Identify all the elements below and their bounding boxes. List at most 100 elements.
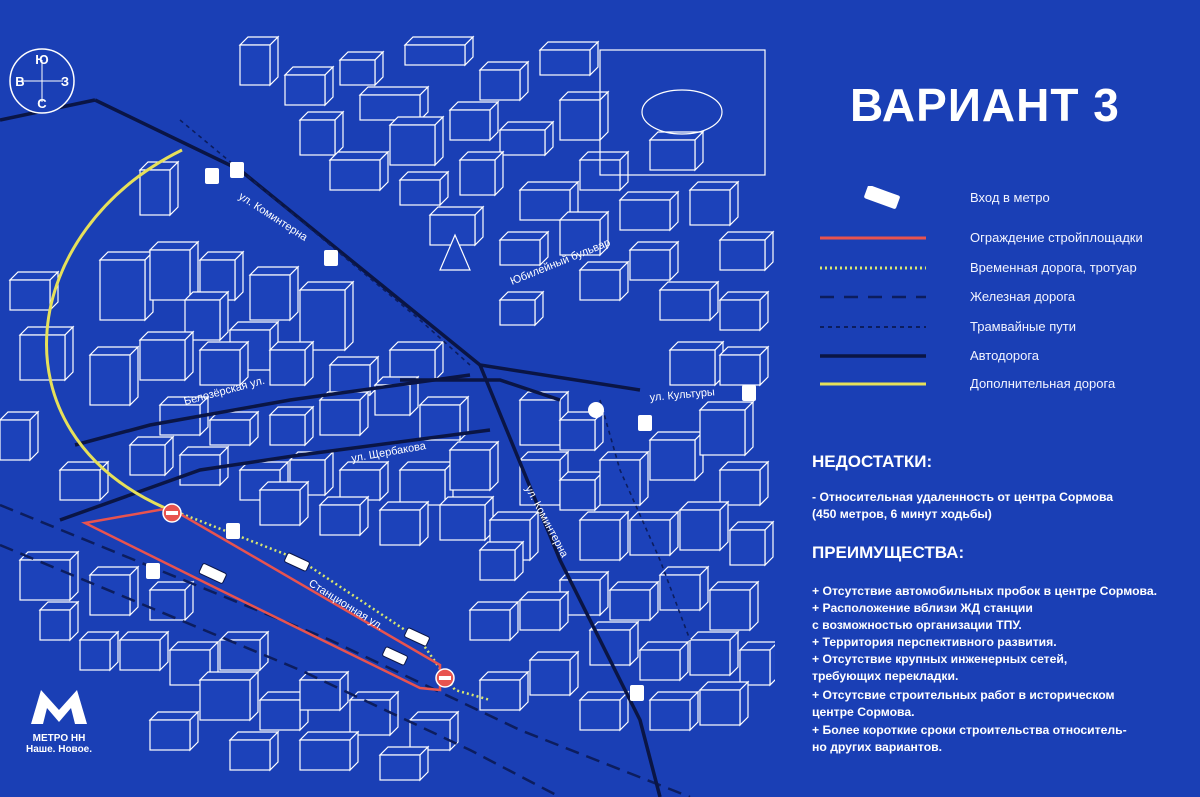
- no-entry-icon: [162, 503, 182, 523]
- building-block: [398, 461, 455, 471]
- building-block: [79, 639, 111, 671]
- building-block: [739, 680, 749, 727]
- compass: Ю С В З: [9, 48, 75, 114]
- building-block: [219, 290, 229, 342]
- building-block: [358, 86, 430, 96]
- building-block: [19, 334, 66, 381]
- building-block: [519, 459, 561, 506]
- building-block: [379, 754, 421, 781]
- building-block: [764, 520, 774, 567]
- building-block: [229, 739, 271, 771]
- legend-label: Вход в метро: [970, 190, 1050, 205]
- building-block: [494, 150, 504, 197]
- building-block: [479, 69, 521, 101]
- legend-item-site-fence: Ограждение стройплощадки: [820, 226, 1190, 250]
- building-block: [519, 189, 571, 221]
- building-block: [284, 74, 326, 106]
- building-block: [559, 479, 596, 511]
- fence-line-icon: [820, 236, 926, 240]
- building-block: [169, 160, 179, 217]
- building-block: [289, 265, 299, 322]
- building-block: [539, 49, 591, 76]
- building-block: [139, 339, 186, 381]
- tram-lines: [179, 119, 691, 641]
- building-block: [404, 44, 466, 66]
- building-block: [19, 559, 71, 601]
- building-block: [374, 384, 411, 416]
- building-block: [399, 469, 446, 506]
- legend-label: Дополнительная дорога: [970, 376, 1116, 391]
- building-block: [619, 510, 629, 562]
- building-block: [234, 250, 244, 302]
- building-block: [304, 340, 314, 387]
- no-entry-icon: [435, 668, 455, 688]
- advantage-line: требующих перекладки.: [812, 669, 959, 683]
- building-block: [149, 249, 191, 301]
- building-block: [729, 529, 766, 566]
- legend-item-temp-road: Временная дорога, тротуар: [820, 256, 1190, 280]
- building-block: [198, 671, 260, 681]
- compass-east: З: [61, 74, 69, 89]
- building-block: [299, 739, 351, 771]
- temp-road-line-icon: [820, 266, 926, 270]
- building-block: [489, 440, 499, 492]
- building-block: [209, 419, 251, 446]
- building-block: [29, 410, 39, 462]
- building-block: [334, 110, 344, 157]
- building-block: [479, 549, 516, 581]
- railway-line-icon: [820, 295, 926, 299]
- building-block: [449, 449, 491, 491]
- map[interactable]: ул. Коминтерна Юбилейный бульвар Белозёр…: [0, 0, 775, 797]
- building-block: [0, 419, 31, 461]
- building-block: [699, 565, 709, 612]
- metro-logo: МЕТРО НН Наше. Новое.: [14, 688, 104, 755]
- advantage-line: центре Сормова.: [812, 705, 915, 719]
- building-block: [299, 679, 341, 711]
- monument-icon: [588, 402, 604, 418]
- metro-entrance-icon: [864, 186, 900, 209]
- building-block: [618, 191, 680, 201]
- building-block: [629, 249, 671, 281]
- legend-item-railway: Железная дорога: [820, 285, 1190, 309]
- building-block: [499, 299, 536, 326]
- building-block: [719, 354, 761, 386]
- building-block: [639, 649, 681, 681]
- legend-item-road: Автодорога: [820, 344, 1190, 368]
- building-block: [388, 116, 445, 126]
- building-block: [169, 649, 211, 686]
- disadvantages-heading: НЕДОСТАТКИ:: [812, 452, 933, 471]
- building-block: [189, 240, 199, 302]
- disadvantage-line: - Относительная удаленность от центра Со…: [812, 490, 1114, 504]
- advantage-line: + Территория перспективного развития.: [812, 635, 1057, 649]
- building-block: [529, 659, 571, 696]
- building-block: [689, 639, 731, 676]
- building-block: [199, 679, 251, 721]
- building-block: [138, 331, 195, 341]
- building-block: [439, 504, 486, 541]
- building-block: [329, 159, 381, 191]
- building-block: [219, 639, 261, 671]
- building-block: [388, 341, 445, 351]
- building-block: [328, 151, 390, 161]
- road-line-icon: [820, 354, 926, 358]
- building-block: [744, 400, 754, 457]
- building-block: [249, 670, 259, 722]
- logo-slogan: Наше. Новое.: [25, 744, 93, 755]
- compass-south: С: [37, 96, 47, 111]
- building-block: [739, 649, 771, 686]
- metro-entrance-icon[interactable]: [198, 552, 430, 666]
- building-block: [469, 609, 511, 641]
- building-block: [239, 44, 271, 86]
- building-block: [749, 580, 759, 632]
- building-block: [344, 280, 354, 352]
- legend-label: Железная дорога: [970, 289, 1076, 304]
- building-block: [259, 699, 301, 731]
- building-block: [359, 94, 421, 121]
- building-block: [399, 179, 441, 206]
- building-block: [349, 699, 391, 736]
- building-block: [379, 509, 421, 546]
- disadvantage-line: (450 метров, 6 минут ходьбы): [812, 507, 992, 521]
- building-block: [359, 390, 369, 437]
- legend-label: Ограждение стройплощадки: [970, 230, 1143, 245]
- building-block: [259, 489, 301, 526]
